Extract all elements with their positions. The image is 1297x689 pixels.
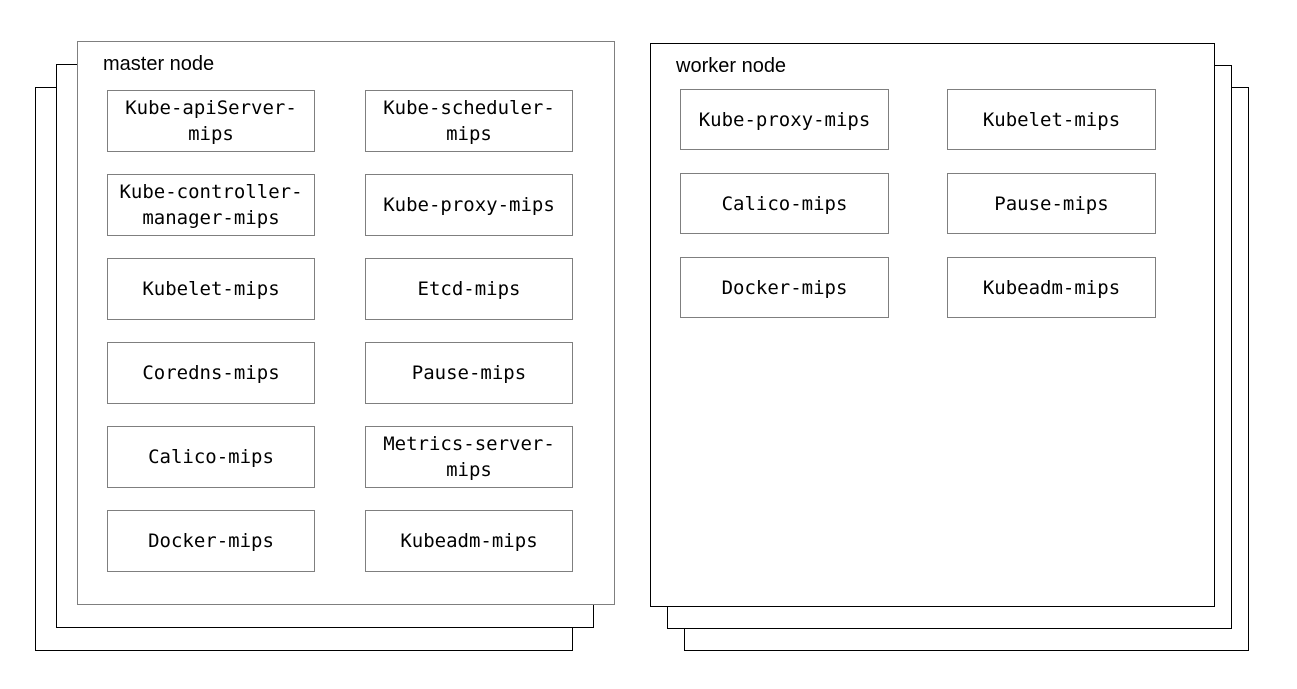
- component-box-kube-proxy-mips-master: Kube-proxy-mips: [365, 174, 573, 236]
- component-box-kube-scheduler-mips: Kube-scheduler-mips: [365, 90, 573, 152]
- component-box-docker-mips-worker: Docker-mips: [680, 257, 889, 318]
- master-node-component-grid: Kube-apiServer-mips Kube-scheduler-mips …: [107, 90, 573, 572]
- worker-node-title: worker node: [676, 55, 787, 77]
- component-box-kubeadm-mips-master: Kubeadm-mips: [365, 510, 573, 572]
- component-box-docker-mips-master: Docker-mips: [107, 510, 315, 572]
- component-box-calico-mips-worker: Calico-mips: [680, 173, 889, 234]
- component-box-kubelet-mips-master: Kubelet-mips: [107, 258, 315, 320]
- component-box-kubelet-mips-worker: Kubelet-mips: [947, 89, 1156, 150]
- master-node-title: master node: [103, 53, 215, 75]
- component-box-pause-mips-worker: Pause-mips: [947, 173, 1156, 234]
- component-box-kube-apiserver-mips: Kube-apiServer-mips: [107, 90, 315, 152]
- worker-node-component-grid: Kube-proxy-mips Kubelet-mips Calico-mips…: [680, 89, 1156, 318]
- component-box-coredns-mips: Coredns-mips: [107, 342, 315, 404]
- component-box-kubeadm-mips-worker: Kubeadm-mips: [947, 257, 1156, 318]
- component-box-calico-mips-master: Calico-mips: [107, 426, 315, 488]
- worker-node-panel: worker node Kube-proxy-mips Kubelet-mips…: [650, 43, 1215, 607]
- component-box-metrics-server-mips: Metrics-server-mips: [365, 426, 573, 488]
- component-box-pause-mips-master: Pause-mips: [365, 342, 573, 404]
- component-box-kube-proxy-mips-worker: Kube-proxy-mips: [680, 89, 889, 150]
- component-box-kube-controller-manager-mips: Kube-controller-manager-mips: [107, 174, 315, 236]
- component-box-etcd-mips: Etcd-mips: [365, 258, 573, 320]
- master-node-panel: master node Kube-apiServer-mips Kube-sch…: [77, 41, 615, 605]
